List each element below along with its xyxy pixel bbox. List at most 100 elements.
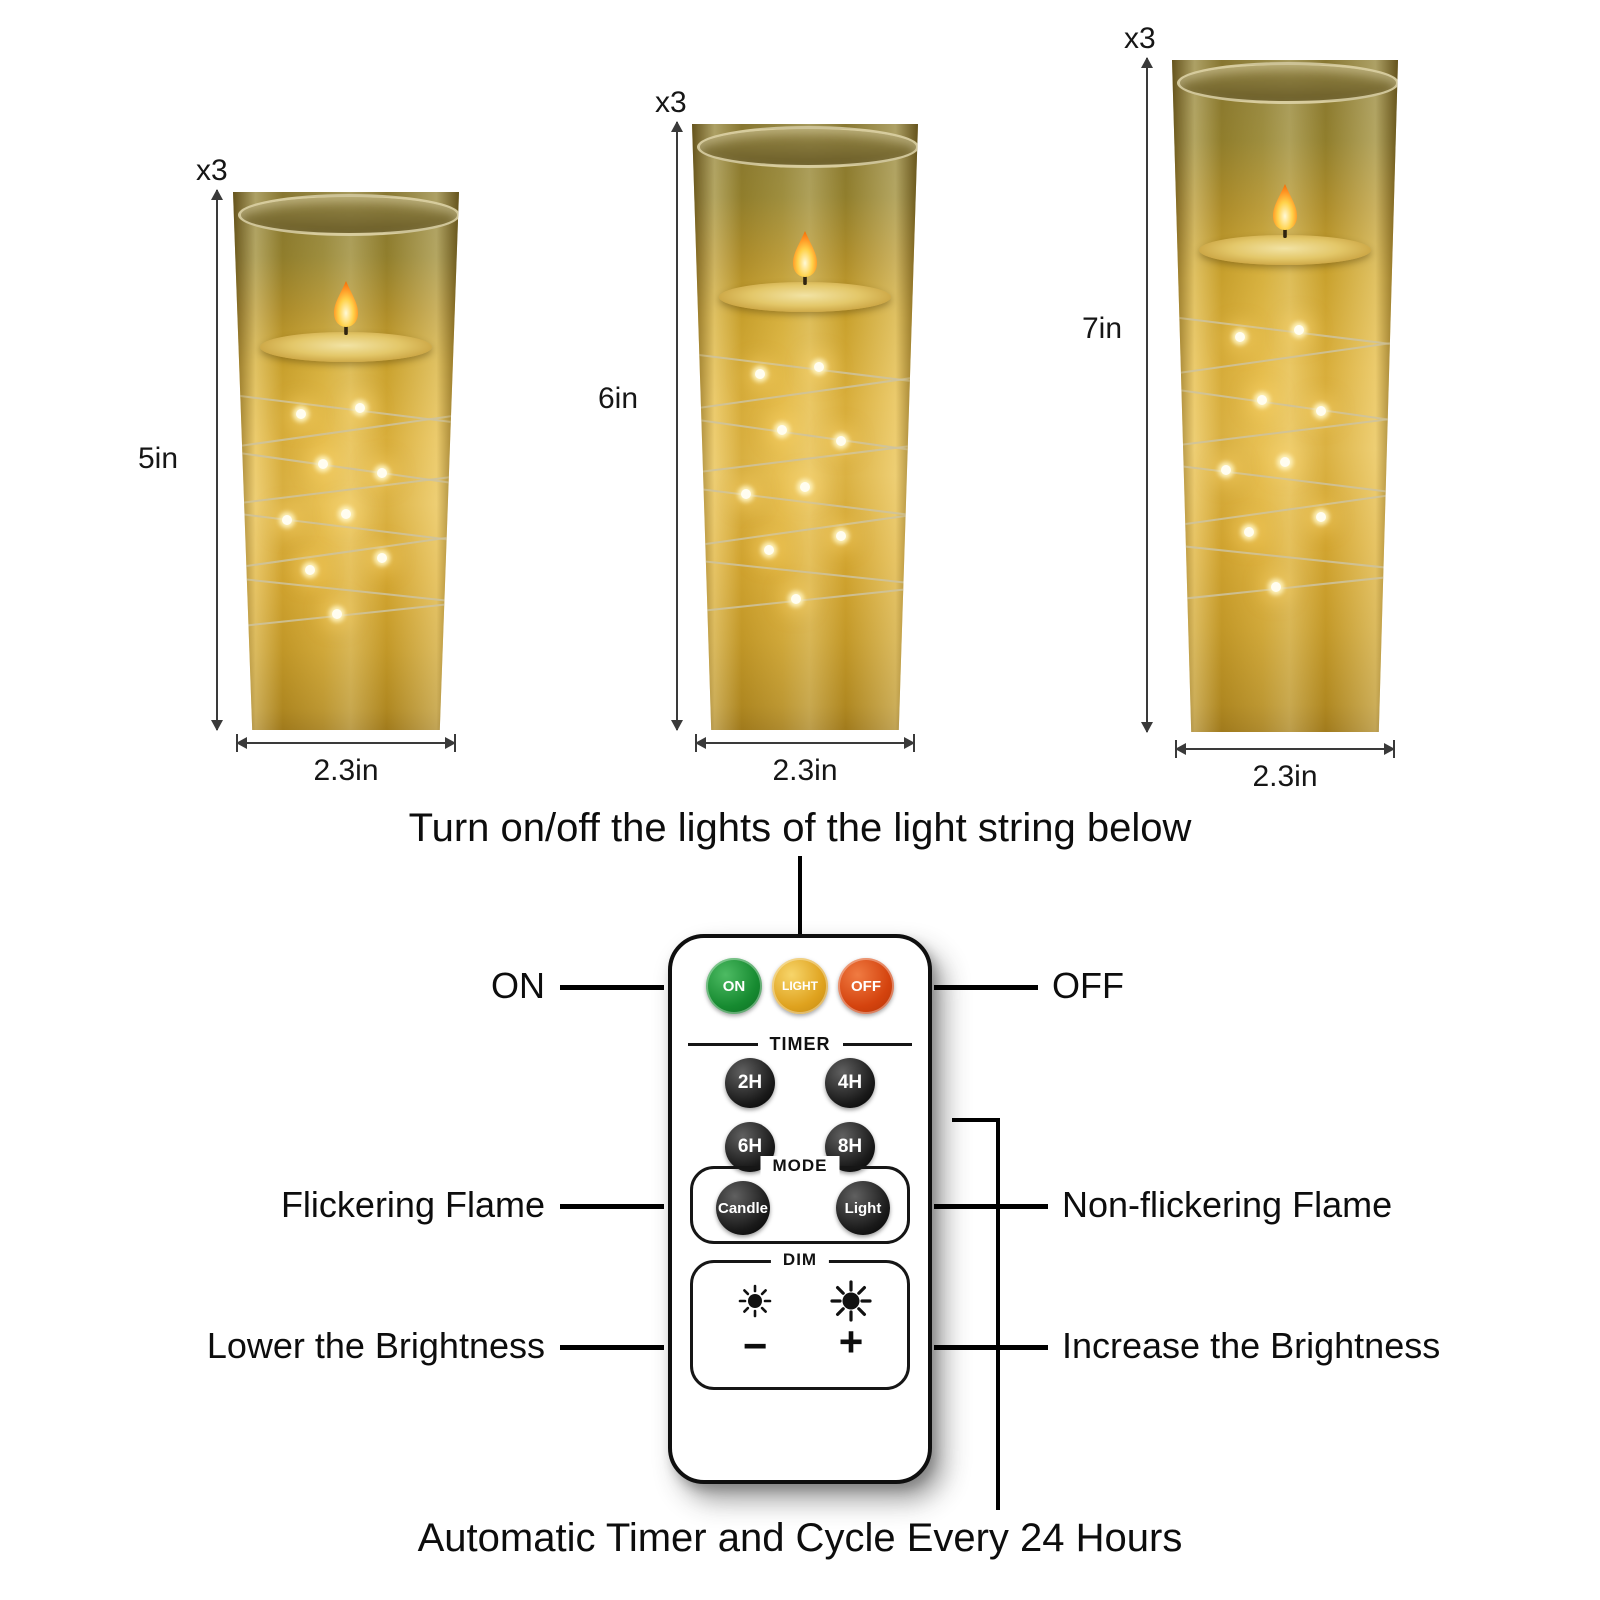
count-label: x3 — [196, 154, 228, 187]
count-label: x3 — [1124, 22, 1156, 55]
power-button-row: ON LIGHT OFF — [672, 958, 928, 1014]
string-light-led — [1234, 332, 1245, 343]
callout-lower-brightness-label: Lower the Brightness — [206, 1325, 545, 1366]
timer-8h-button[interactable]: 8H — [825, 1122, 875, 1172]
width-label: 2.3in — [313, 754, 379, 787]
flame-icon — [1273, 183, 1297, 238]
off-button[interactable]: OFF — [838, 958, 894, 1014]
light-mode-button[interactable]: Light — [836, 1181, 890, 1235]
width-dimension-line — [1175, 740, 1395, 758]
width-label: 2.3in — [772, 754, 838, 787]
callout-increase-brightness-label: Increase the Brightness — [1062, 1325, 1441, 1366]
callout-non-flickering-line — [934, 1204, 1048, 1209]
string-light-led — [800, 481, 810, 492]
string-light-led — [763, 544, 774, 555]
light-string-wire — [692, 374, 918, 411]
string-light-led — [1316, 511, 1327, 522]
flame-icon — [793, 230, 817, 285]
on-button[interactable]: ON — [706, 958, 762, 1014]
candle-wax-top — [719, 281, 891, 312]
dim-section: DIM − + — [690, 1250, 910, 1390]
string-light-led — [836, 435, 847, 446]
string-light-led — [354, 402, 365, 413]
candle-glass-body — [692, 124, 918, 730]
height-label: 7in — [1082, 312, 1123, 345]
height-dimension-line — [211, 189, 223, 731]
callout-flickering-label: Flickering Flame — [280, 1184, 545, 1225]
string-light-led — [318, 459, 329, 469]
mode-section: MODE Candle Light — [690, 1156, 910, 1244]
light-string-wire — [1172, 314, 1398, 347]
timer-callout-elbow-line — [952, 1118, 1000, 1122]
candle-mode-button[interactable]: Candle — [716, 1181, 770, 1235]
string-light-led — [331, 608, 342, 619]
string-light-led — [377, 552, 388, 563]
timer-4h-button[interactable]: 4H — [825, 1058, 875, 1108]
string-light-led — [295, 409, 306, 420]
dim-plus-button[interactable]: + — [838, 1318, 864, 1365]
candle-glass-body — [1172, 60, 1398, 732]
string-lights — [692, 318, 918, 669]
string-light-led — [1316, 406, 1327, 417]
light-string-wire — [233, 450, 459, 487]
callout-flickering-line — [560, 1204, 664, 1209]
dim-minus-button[interactable]: − — [742, 1322, 768, 1369]
candle-wax-top — [260, 331, 432, 362]
light-string-wire — [692, 511, 918, 548]
candle-image — [692, 124, 918, 730]
string-lights — [1172, 275, 1398, 665]
light-string-wire — [233, 474, 459, 506]
string-light-led — [1243, 527, 1254, 538]
string-light-led — [1293, 324, 1304, 335]
string-light-led — [777, 425, 788, 436]
top-caption: Turn on/off the lights of the light stri… — [408, 806, 1192, 850]
light-string-wire — [1172, 462, 1398, 495]
light-string-wire — [233, 576, 459, 604]
dim-section-label: DIM — [770, 1250, 830, 1270]
light-string-wire — [1172, 574, 1398, 602]
light-button[interactable]: LIGHT — [772, 958, 828, 1014]
callout-off-line — [934, 985, 1038, 990]
callout-increase-brightness-line — [934, 1345, 1048, 1350]
string-light-led — [1257, 394, 1268, 405]
candle-image — [1172, 60, 1398, 732]
height-label: 6in — [598, 382, 639, 415]
string-light-led — [813, 362, 824, 373]
string-light-led — [790, 594, 801, 605]
light-string-wire — [1172, 491, 1398, 528]
string-lights — [233, 364, 459, 676]
light-string-wire — [1172, 542, 1398, 571]
string-light-led — [741, 488, 752, 499]
width-dimension-line — [236, 734, 456, 752]
width-dimension-line — [695, 734, 915, 752]
string-light-led — [377, 468, 388, 479]
callout-off-label: OFF — [1052, 965, 1124, 1006]
string-light-led — [282, 515, 293, 526]
timer-callout-vertical-line — [996, 1118, 1000, 1510]
timer-2h-button[interactable]: 2H — [725, 1058, 775, 1108]
light-string-wire — [233, 412, 459, 449]
light-string-wire — [1172, 339, 1398, 376]
caption-connector-line — [798, 856, 802, 934]
string-light-led — [304, 565, 315, 576]
height-dimension-line — [1141, 57, 1153, 733]
callout-lower-brightness-line — [560, 1345, 664, 1350]
candle-glass-rim — [696, 126, 918, 168]
height-label: 5in — [138, 442, 179, 475]
string-light-led — [754, 369, 765, 380]
string-light-led — [1280, 457, 1290, 468]
height-dimension-line — [671, 121, 683, 731]
string-light-led — [836, 530, 847, 541]
light-string-wire — [1172, 386, 1398, 423]
callout-on-line — [560, 985, 664, 990]
light-string-wire — [692, 443, 918, 476]
string-light-led — [1221, 464, 1232, 475]
width-label: 2.3in — [1252, 760, 1318, 793]
light-string-wire — [233, 534, 459, 571]
brightness-up-icon — [830, 1280, 872, 1322]
candle-glass-rim — [1176, 62, 1398, 104]
callout-on-label: ON — [491, 965, 545, 1006]
string-light-led — [1270, 581, 1281, 592]
light-string-wire — [1172, 416, 1398, 448]
candle-image — [233, 192, 459, 730]
